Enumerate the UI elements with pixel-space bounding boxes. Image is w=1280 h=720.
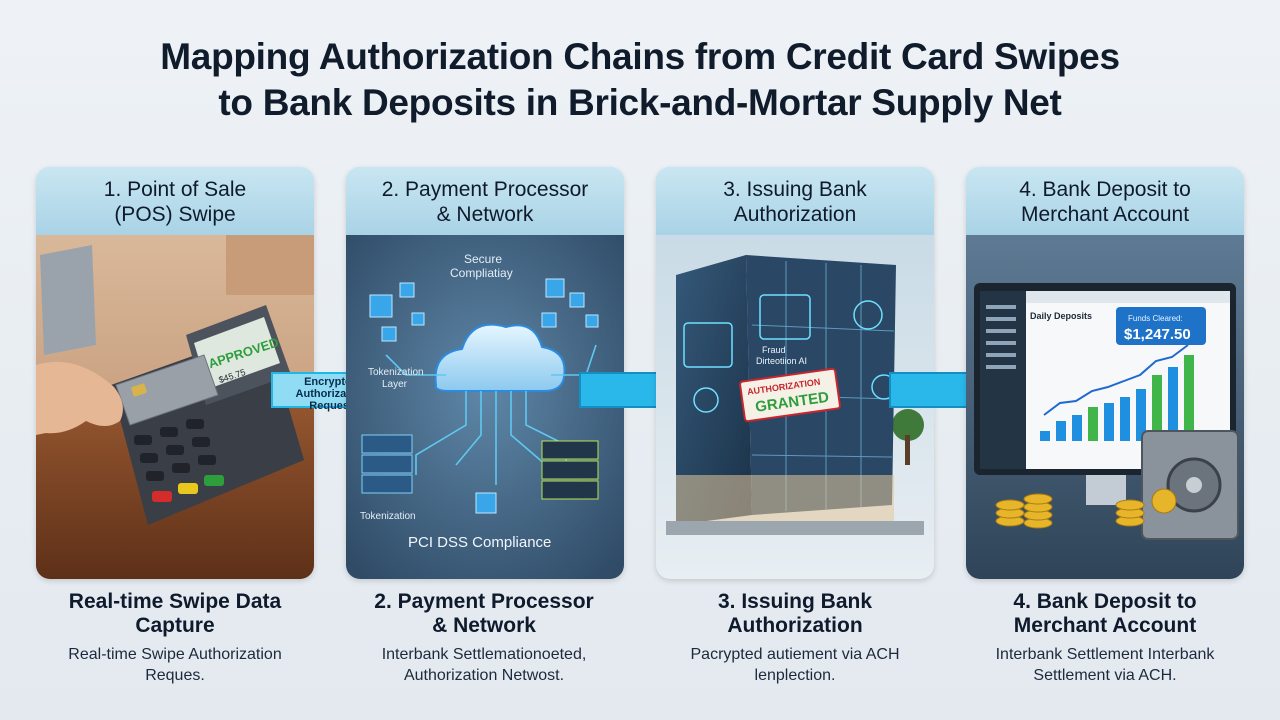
- title-line-1: Mapping Authorization Chains from Credit…: [160, 36, 1120, 77]
- fraud-label-1: Fraud: [762, 345, 786, 355]
- deposit-bar-chart: [1040, 344, 1194, 441]
- secure-label-2: Compliatiay: [450, 266, 513, 280]
- caption-desc: Interbank Settlement Interbank Settlemen…: [995, 646, 1215, 684]
- stage-header: 1. Point of Sale (POS) Swipe: [36, 167, 314, 235]
- page-title: Mapping Authorization Chains from Credit…: [0, 34, 1280, 126]
- tokenization-label: Tokenization: [360, 511, 416, 522]
- stage-header: 3. Issuing Bank Authorization: [656, 167, 934, 235]
- caption-desc: Pacrypted autiement via ACH lenplection.: [690, 646, 900, 684]
- caption-stage-1: Real-time Swipe Data Capture Real-time S…: [25, 590, 325, 686]
- caption-title: Real-time Swipe Data Capture: [68, 590, 282, 637]
- caption-title: 2. Payment Processor & Network: [374, 590, 594, 637]
- funds-cleared-box: Funds Cleared: $1,247.50: [1116, 307, 1206, 345]
- funds-amount: $1,247.50: [1124, 326, 1191, 343]
- caption-stage-2: 2. Payment Processor & Network Interbank…: [334, 590, 634, 686]
- caption-desc: Real-time Swipe Authorization Reques.: [68, 646, 282, 684]
- stage-header: 2. Payment Processor & Network: [346, 167, 624, 235]
- pos-scene: APPROVED $45.75: [36, 235, 314, 579]
- fingerprint-icon: [853, 300, 883, 330]
- caption-title: 4. Bank Deposit to Merchant Account: [1013, 590, 1197, 637]
- stage-pos-swipe: 1. Point of Sale (POS) Swipe: [36, 167, 314, 579]
- caption-stage-4: 4. Bank Deposit to Merchant Account Inte…: [955, 590, 1255, 686]
- deposit-scene: Daily Deposits Funds Cleared: $1,247.50: [966, 235, 1244, 579]
- network-scene: Secure Compliatiay: [346, 235, 624, 579]
- tokenization-layer-2: Layer: [382, 379, 408, 390]
- title-line-2: to Bank Deposits in Brick-and-Mortar Sup…: [218, 82, 1062, 123]
- bank-scene: Fraud Dirteotiion AI AUTHORIZATION GRANT…: [656, 235, 934, 579]
- shield-panel-icon: [759, 294, 811, 340]
- caption-desc: Interbank Settlemationoeted, Authorizati…: [381, 646, 587, 684]
- lock-circle-icon: [693, 387, 719, 413]
- secure-label-1: Secure: [464, 252, 502, 266]
- dashboard-title: Daily Deposits: [1030, 311, 1092, 321]
- hand-icon: [36, 361, 123, 435]
- document-panel-icon: [683, 322, 733, 368]
- pci-label: PCI DSS Compliance: [408, 534, 551, 551]
- stage-bank-deposit: 4. Bank Deposit to Merchant Account: [966, 167, 1244, 579]
- sign-stand-icon: [40, 245, 96, 355]
- stage-payment-processor: 2. Payment Processor & Network Secure Co…: [346, 167, 624, 579]
- stage-header: 4. Bank Deposit to Merchant Account: [966, 167, 1244, 235]
- fraud-label-2: Dirteotiion AI: [756, 356, 807, 366]
- server-left-icon: [361, 434, 413, 494]
- server-right-icon: [541, 440, 599, 500]
- coin-stacks-icon: [995, 488, 1177, 529]
- stage-issuing-bank: 3. Issuing Bank Authorization: [656, 167, 934, 579]
- circuit-lines: [385, 344, 597, 485]
- caption-title: 3. Issuing Bank Authorization: [717, 590, 873, 637]
- funds-label: Funds Cleared:: [1128, 314, 1183, 323]
- credit-card-icon: [115, 354, 219, 426]
- tokenization-layer-1: Tokenization: [368, 367, 424, 378]
- caption-stage-3: 3. Issuing Bank Authorization Pacrypted …: [645, 590, 945, 686]
- vault-icon: [1141, 430, 1239, 540]
- authorization-stamp: AUTHORIZATION GRANTED: [739, 367, 841, 423]
